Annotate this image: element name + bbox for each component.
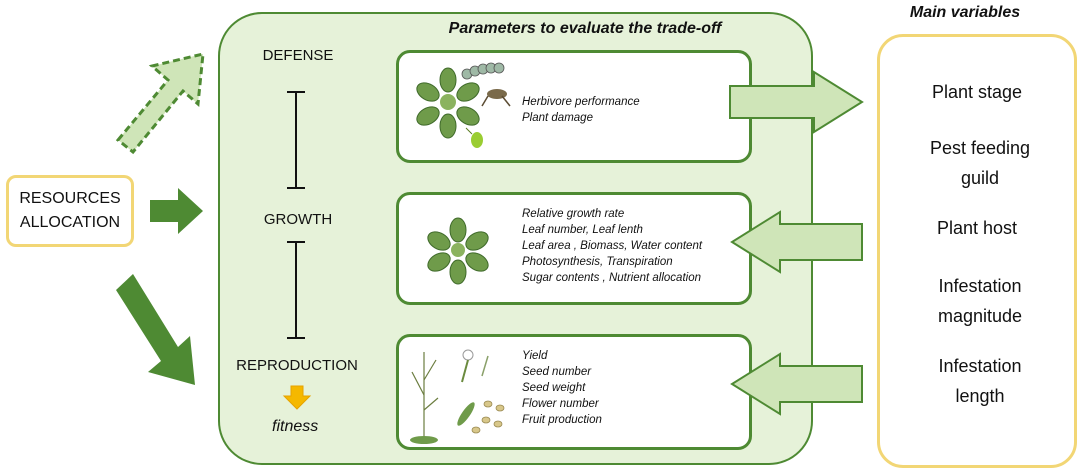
parameter-item: Leaf number, Leaf lenth	[522, 224, 643, 236]
reproduction-parameters-list: Yield Seed number Seed weight Flower num…	[522, 348, 602, 428]
defense-parameters-list: Herbivore performance Plant damage	[522, 94, 640, 126]
parameter-item: Plant damage	[522, 112, 593, 124]
category-growth: GROWTH	[263, 211, 333, 228]
variables-to-reproduction-arrow	[730, 352, 863, 416]
flowering-plant-icon	[410, 352, 439, 444]
resources-label-line1: RESOURCES	[19, 190, 121, 207]
defense-to-variables-arrow	[729, 70, 864, 134]
variable-item: Plant stage	[931, 82, 1023, 102]
category-defense: DEFENSE	[262, 47, 334, 64]
parameter-item: Herbivore performance	[522, 96, 640, 108]
caterpillar-icon	[461, 62, 505, 80]
variable-item: Plant host	[936, 218, 1018, 238]
reproduction-parameters-card	[396, 334, 752, 450]
flower-icon	[461, 349, 474, 383]
variable-item: Infestation magnitude	[937, 276, 1023, 326]
reproduction-arrow	[116, 274, 195, 385]
variables-to-growth-arrow	[730, 210, 863, 274]
parameter-item: Seed number	[522, 366, 592, 378]
parameter-item: Photosynthesis, Transpiration	[522, 256, 673, 268]
variable-item: Infestation length	[938, 356, 1022, 406]
resources-label-line2: ALLOCATION	[19, 214, 121, 231]
category-reproduction: REPRODUCTION	[236, 357, 358, 374]
panel-title: Parameters to evaluate the trade-off	[448, 20, 722, 37]
variable-item: Pest feeding guild	[929, 138, 1031, 188]
fitness-arrow-icon	[282, 385, 312, 410]
parameter-item: Yield	[522, 350, 548, 362]
fitness-label: fitness	[272, 418, 319, 435]
rosette-plant-icon	[427, 217, 489, 285]
rosette-plant-icon	[416, 67, 480, 139]
seeds-icon	[471, 400, 505, 434]
defense-parameters-card	[396, 50, 752, 163]
trade-off-connector-defense-growth	[287, 91, 305, 189]
parameter-item: Fruit production	[522, 414, 602, 426]
growth-arrow	[150, 188, 203, 234]
resources-allocation-box: RESOURCES ALLOCATION	[6, 175, 134, 247]
parameter-item: Leaf area , Biomass, Water content	[522, 240, 703, 252]
trade-off-connector-growth-reproduction	[287, 241, 305, 339]
growth-parameters-list: Relative growth rate Leaf number, Leaf l…	[522, 206, 702, 286]
parameter-item: Sugar contents , Nutrient allocation	[522, 272, 701, 284]
main-variables-box: Plant stage Pest feeding guild Plant hos…	[877, 34, 1077, 468]
main-variables-title: Main variables	[909, 4, 1021, 21]
defense-arrow-dashed	[115, 52, 205, 155]
grasshopper-icon	[481, 89, 511, 107]
parameter-item: Relative growth rate	[522, 208, 625, 220]
parameter-item: Seed weight	[522, 382, 586, 394]
aphid-icon	[465, 127, 483, 148]
seed-pod-icon	[457, 355, 489, 426]
parameter-item: Flower number	[522, 398, 599, 410]
